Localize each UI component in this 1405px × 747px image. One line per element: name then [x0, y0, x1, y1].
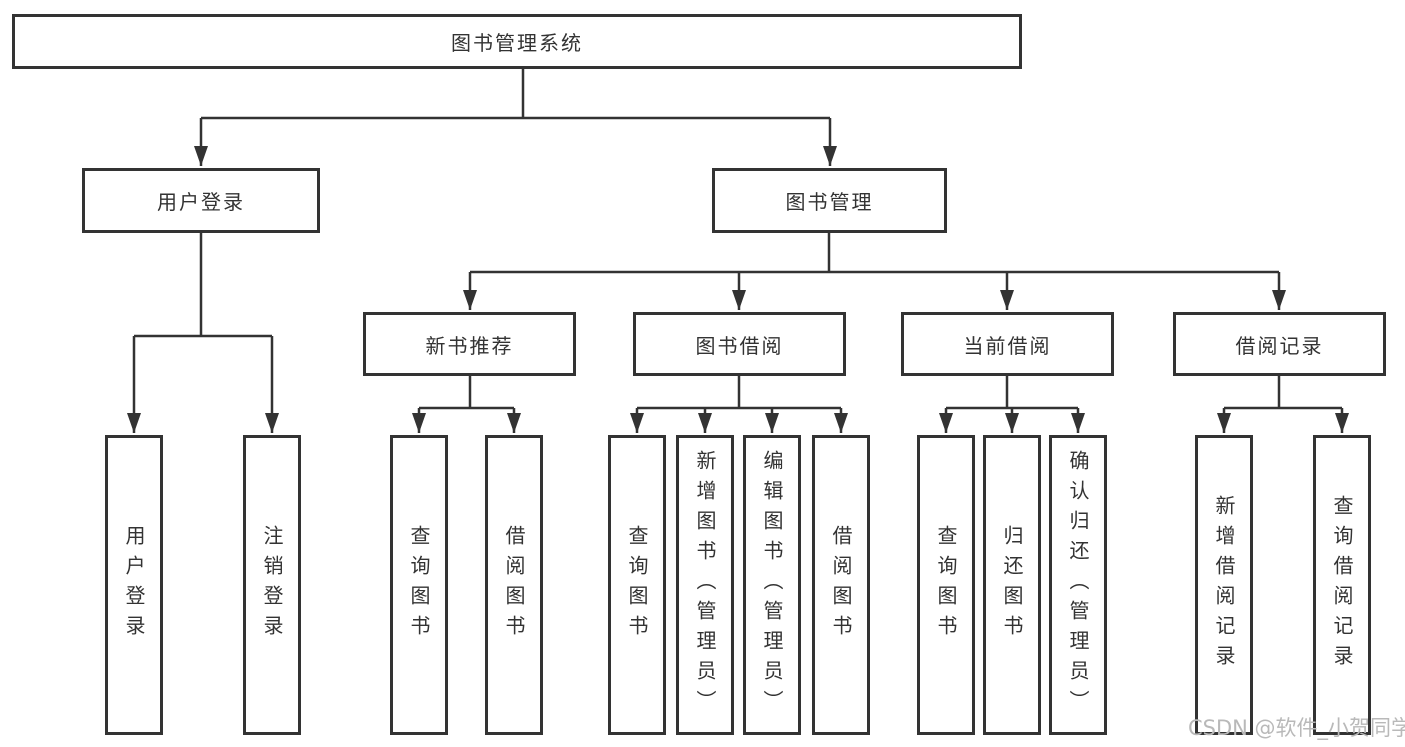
node-book-borrowing: 图书借阅 [633, 312, 846, 376]
leaf-logout: 注销登录 [243, 435, 301, 735]
node-label: 确认归还（管理员） [1066, 450, 1090, 720]
leaf-edit-books-admin: 编辑图书（管理员） [743, 435, 801, 735]
node-label: 新书推荐 [425, 333, 514, 358]
leaf-add-borrow-record: 新增借阅记录 [1195, 435, 1253, 735]
leaf-query-books-borrow: 查询图书 [608, 435, 666, 735]
node-label: 查询图书 [934, 525, 958, 645]
node-label: 查询借阅记录 [1330, 495, 1354, 675]
node-new-book-recommendation: 新书推荐 [363, 312, 576, 376]
node-label: 图书管理 [785, 190, 874, 214]
node-label: 图书管理系统 [451, 31, 583, 55]
node-book-management: 图书管理 [712, 168, 947, 233]
leaf-user-login: 用户登录 [105, 435, 163, 735]
node-current-borrowing: 当前借阅 [901, 312, 1114, 376]
leaf-borrow-books: 借阅图书 [812, 435, 870, 735]
node-label: 查询图书 [625, 525, 649, 645]
node-label: 用户登录 [122, 525, 146, 645]
leaf-query-books-current: 查询图书 [917, 435, 975, 735]
node-user-login: 用户登录 [82, 168, 320, 233]
leaf-add-books-admin: 新增图书（管理员） [676, 435, 734, 735]
leaf-borrow-books-recommend: 借阅图书 [485, 435, 543, 735]
node-label: 查询图书 [407, 525, 431, 645]
node-label: 图书借阅 [695, 333, 784, 358]
leaf-confirm-return-admin: 确认归还（管理员） [1049, 435, 1107, 735]
node-library-management-system: 图书管理系统 [12, 14, 1022, 69]
node-label: 借阅记录 [1235, 333, 1324, 358]
node-label: 借阅图书 [502, 525, 526, 645]
leaf-return-books: 归还图书 [983, 435, 1041, 735]
node-label: 归还图书 [1000, 525, 1024, 645]
csdn-watermark: CSDN @软件_小贺同学 [1188, 716, 1405, 740]
node-label: 借阅图书 [829, 525, 853, 645]
leaf-query-borrow-record: 查询借阅记录 [1313, 435, 1371, 735]
leaf-query-books-recommend: 查询图书 [390, 435, 448, 735]
node-borrowing-records: 借阅记录 [1173, 312, 1386, 376]
node-label: 新增图书（管理员） [693, 450, 717, 720]
node-label: 用户登录 [157, 190, 245, 214]
node-label: 当前借阅 [963, 333, 1052, 358]
node-label: 编辑图书（管理员） [760, 450, 784, 720]
node-label: 注销登录 [260, 525, 284, 645]
node-label: 新增借阅记录 [1212, 495, 1236, 675]
